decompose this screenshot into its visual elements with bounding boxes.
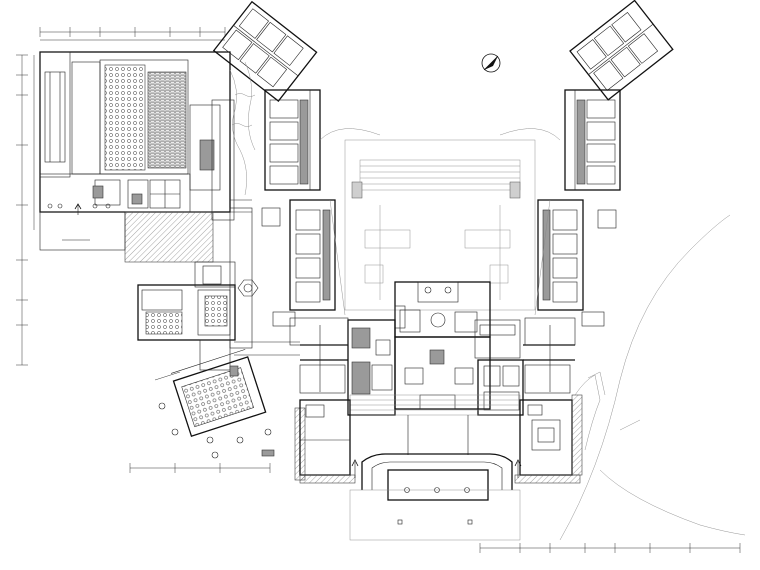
hatched-terrace — [124, 211, 214, 263]
right-stair — [597, 209, 617, 229]
pavilion-link — [154, 339, 239, 381]
west-corridor — [211, 99, 300, 356]
main-corridor — [289, 317, 576, 394]
drop-off-canopy — [349, 453, 521, 541]
right-wing-rooms-1 — [564, 89, 621, 191]
right-upper-wing — [569, 0, 674, 101]
banquet-block — [39, 51, 231, 263]
landscape-path — [229, 61, 256, 196]
dining-block — [137, 261, 259, 341]
lobby-feature — [429, 349, 445, 365]
central-courtyard — [319, 128, 561, 316]
left-upper-wing — [212, 0, 318, 102]
left-wing-rooms-2 — [289, 199, 336, 311]
right-end-stair — [581, 311, 605, 327]
right-wing-rooms-2 — [537, 199, 584, 311]
left-front-pavilion — [294, 399, 356, 484]
north-arrow-icon — [481, 53, 501, 73]
left-stair — [261, 207, 281, 227]
right-front-pavilion — [514, 394, 583, 484]
small-plinth — [261, 449, 275, 457]
left-wing-rooms-1 — [264, 89, 321, 191]
up-arrow-icon — [514, 459, 522, 478]
up-arrow-icon — [351, 459, 359, 478]
banquet-hall-tables — [104, 64, 146, 171]
office-block — [474, 319, 521, 359]
right-annex — [477, 359, 524, 416]
left-dimension-ruler — [16, 54, 35, 366]
top-dimension-ruler — [39, 27, 226, 41]
up-arrow-icon — [74, 203, 82, 215]
grid-bubbles — [158, 402, 272, 459]
left-end-stair — [272, 311, 296, 327]
central-lobby — [394, 281, 491, 410]
pavilion-dining — [170, 349, 267, 438]
left-annex — [347, 319, 396, 416]
theatre-seating — [147, 71, 187, 169]
front-steps — [349, 394, 521, 455]
access-road — [559, 214, 746, 541]
bottom-dimension-ruler — [129, 463, 741, 553]
